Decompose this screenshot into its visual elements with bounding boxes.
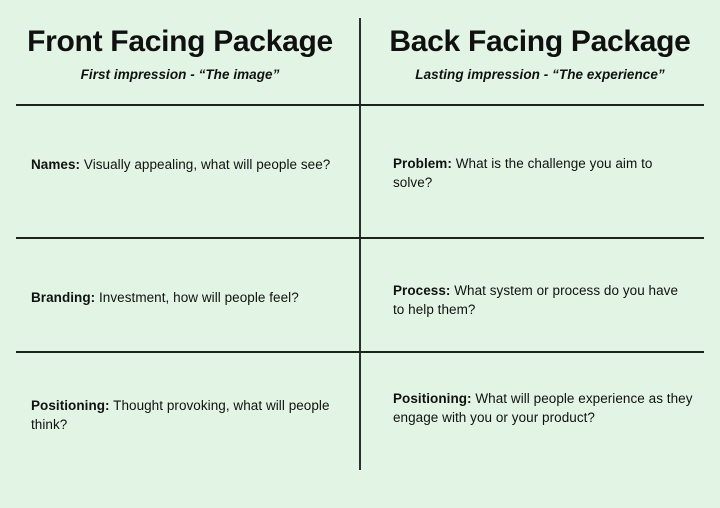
cell-back-process: Process: What system or process do you h… — [393, 281, 693, 319]
column-subtitle-front-facing: First impression - “The image” — [80, 66, 280, 82]
row-divider-2 — [16, 351, 704, 353]
cell-lead-label: Problem: — [393, 156, 452, 171]
cell-lead-label: Process: — [393, 283, 451, 298]
cell-body-text: What will people experience as they enga… — [393, 391, 693, 426]
cell-body-text: What is the challenge you aim to solve? — [393, 156, 653, 191]
cell-lead-label: Positioning: — [393, 391, 472, 406]
cell-front-positioning: Positioning: Thought provoking, what wil… — [31, 396, 336, 434]
cell-back-positioning: Positioning: What will people experience… — [393, 389, 693, 427]
cell-back-problem: Problem: What is the challenge you aim t… — [393, 154, 693, 192]
column-title-back-facing: Back Facing Package — [389, 25, 691, 58]
column-divider — [359, 18, 361, 470]
cell-lead-label: Branding: — [31, 290, 96, 305]
cell-body-text: Investment, how will people feel? — [95, 290, 299, 305]
cell-front-branding: Branding: Investment, how will people fe… — [31, 288, 336, 307]
column-header-back-facing: Back Facing Package Lasting impression -… — [364, 0, 716, 104]
cell-lead-label: Names: — [31, 157, 81, 172]
cell-front-names: Names: Visually appealing, what will peo… — [31, 155, 336, 174]
cell-body-text: What system or process do you have to he… — [393, 283, 679, 318]
cell-lead-label: Positioning: — [31, 398, 110, 413]
row-divider-1 — [16, 237, 704, 239]
cell-body-text: Visually appealing, what will people see… — [80, 157, 331, 172]
column-title-front-facing: Front Facing Package — [27, 25, 333, 58]
column-header-front-facing: Front Facing Package First impression - … — [4, 0, 356, 104]
cell-body-text: Thought provoking, what will people thin… — [31, 398, 330, 433]
header-divider — [16, 104, 704, 106]
column-subtitle-back-facing: Lasting impression - “The experience” — [415, 66, 665, 82]
